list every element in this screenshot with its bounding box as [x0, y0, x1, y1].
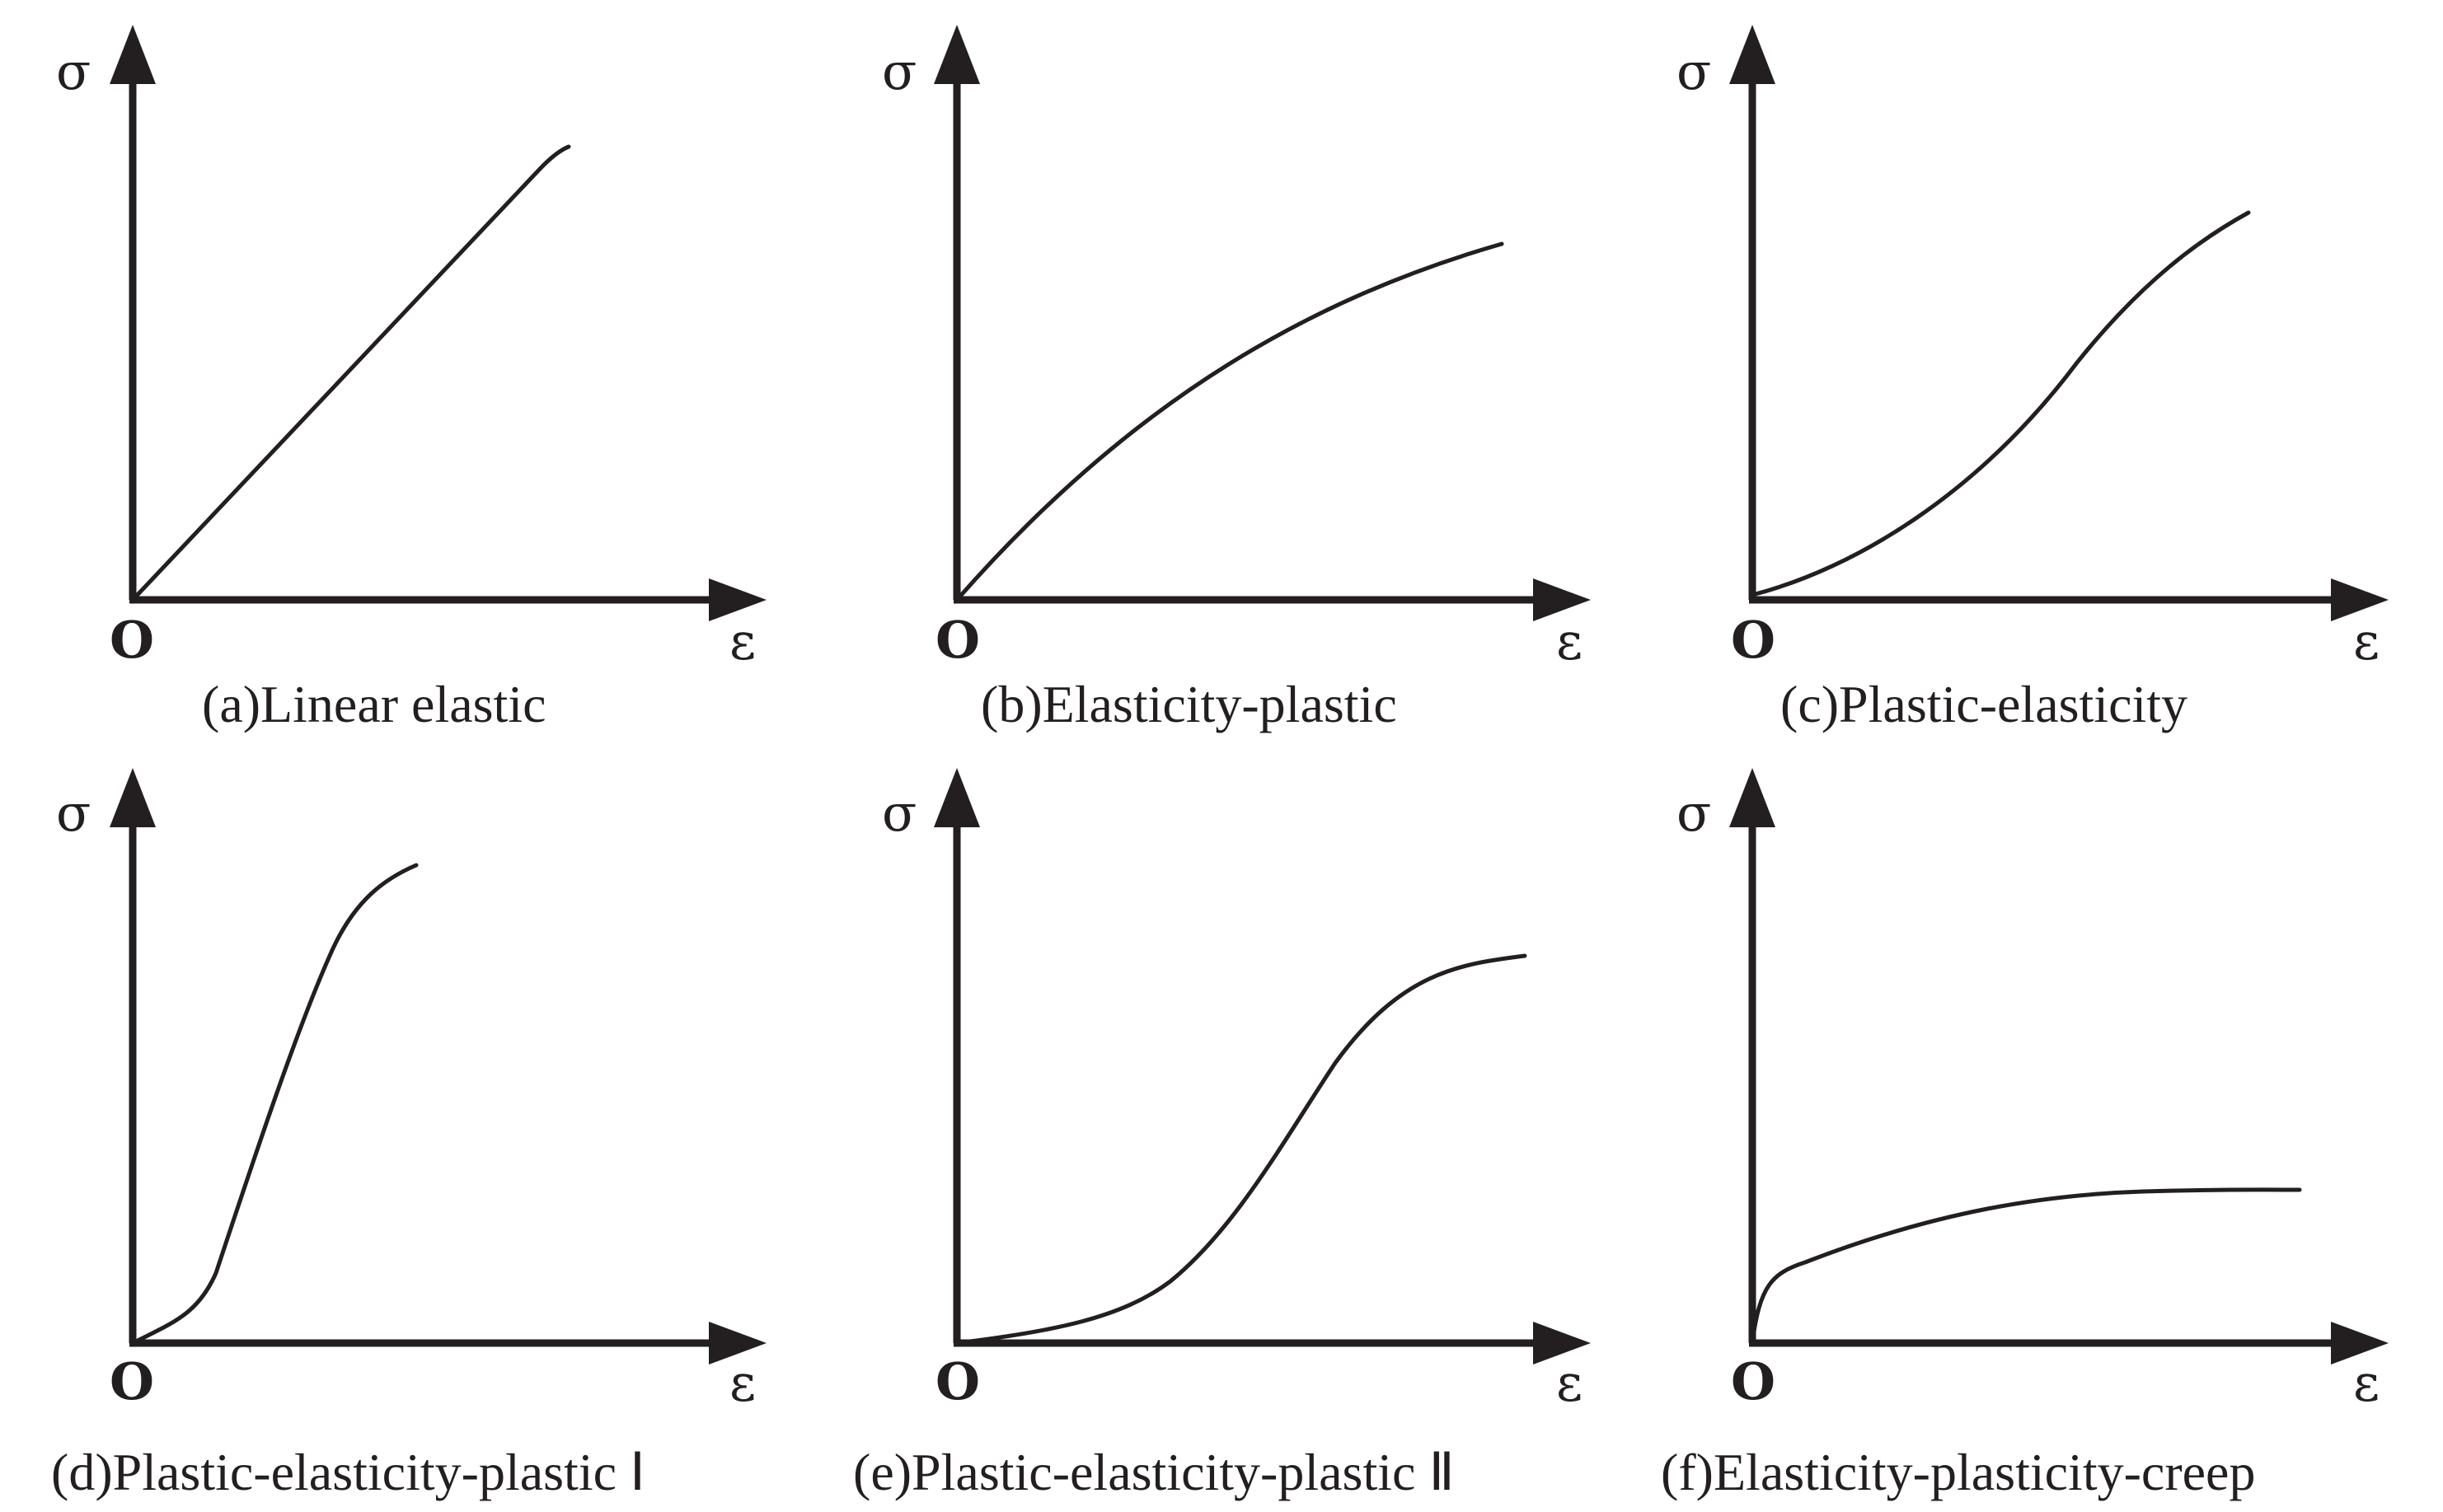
stress-strain-curve: [130, 144, 571, 602]
panel-caption: (a)Linear elastic: [202, 675, 546, 733]
panel-c: σ ε O (c)Plastic-elasticity: [1676, 25, 2389, 733]
panel-caption: (e)Plastic-elasticity-plastic Ⅱ: [853, 1443, 1455, 1501]
y-axis-arrow-icon: [1729, 768, 1775, 827]
origin-label: O: [110, 610, 154, 670]
y-axis-symbol: σ: [56, 41, 91, 101]
stress-strain-curve: [1750, 210, 2251, 597]
x-axis-arrow-icon: [2331, 1322, 2389, 1365]
y-axis-arrow-icon: [110, 768, 156, 827]
y-axis-arrow-icon: [110, 25, 156, 84]
y-axis-arrow-icon: [934, 25, 980, 84]
origin-label: O: [935, 1351, 980, 1411]
y-axis-symbol: σ: [1676, 783, 1711, 843]
origin-label: O: [1731, 1351, 1775, 1411]
origin-label: O: [1731, 610, 1775, 670]
stress-strain-curve: [954, 953, 1527, 1346]
stress-strain-curve: [1750, 1187, 2302, 1346]
x-axis-symbol: ε: [2353, 1353, 2380, 1413]
origin-label: O: [110, 1351, 154, 1411]
panel-caption: (c)Plastic-elasticity: [1780, 675, 2187, 733]
panel-caption: (d)Plastic-elasticity-plastic Ⅰ: [51, 1443, 645, 1501]
panel-a: σ ε O (a)Linear elastic: [56, 25, 767, 733]
x-axis-arrow-icon: [709, 1322, 767, 1365]
x-axis-arrow-icon: [1533, 1322, 1591, 1365]
x-axis-symbol: ε: [1556, 611, 1583, 672]
y-axis-symbol: σ: [1676, 41, 1711, 101]
x-axis-arrow-icon: [1533, 578, 1591, 621]
panel-b: σ ε O (b)Elasticity-plastic: [882, 25, 1591, 733]
panel-e: σ ε O (e)Plastic-elasticity-plastic Ⅱ: [853, 768, 1591, 1501]
x-axis-symbol: ε: [729, 1353, 756, 1413]
y-axis-symbol: σ: [882, 783, 917, 843]
y-axis-symbol: σ: [56, 783, 91, 843]
origin-label: O: [935, 610, 980, 670]
x-axis-symbol: ε: [729, 611, 756, 672]
x-axis-arrow-icon: [2331, 578, 2389, 621]
stress-strain-curve: [130, 863, 419, 1346]
y-axis-arrow-icon: [1729, 25, 1775, 84]
y-axis-symbol: σ: [882, 41, 917, 101]
x-axis-symbol: ε: [1556, 1353, 1583, 1413]
panel-f: σ ε O (f)Elasticity-plasticity-creep: [1661, 768, 2389, 1501]
panel-caption: (f)Elasticity-plasticity-creep: [1661, 1443, 2255, 1501]
panel-caption: (b)Elasticity-plastic: [981, 675, 1397, 733]
panel-d: σ ε O (d)Plastic-elasticity-plastic Ⅰ: [51, 768, 767, 1501]
x-axis-arrow-icon: [709, 578, 767, 621]
y-axis-arrow-icon: [934, 768, 980, 827]
stress-strain-curve: [954, 241, 1504, 602]
x-axis-symbol: ε: [2353, 611, 2380, 672]
